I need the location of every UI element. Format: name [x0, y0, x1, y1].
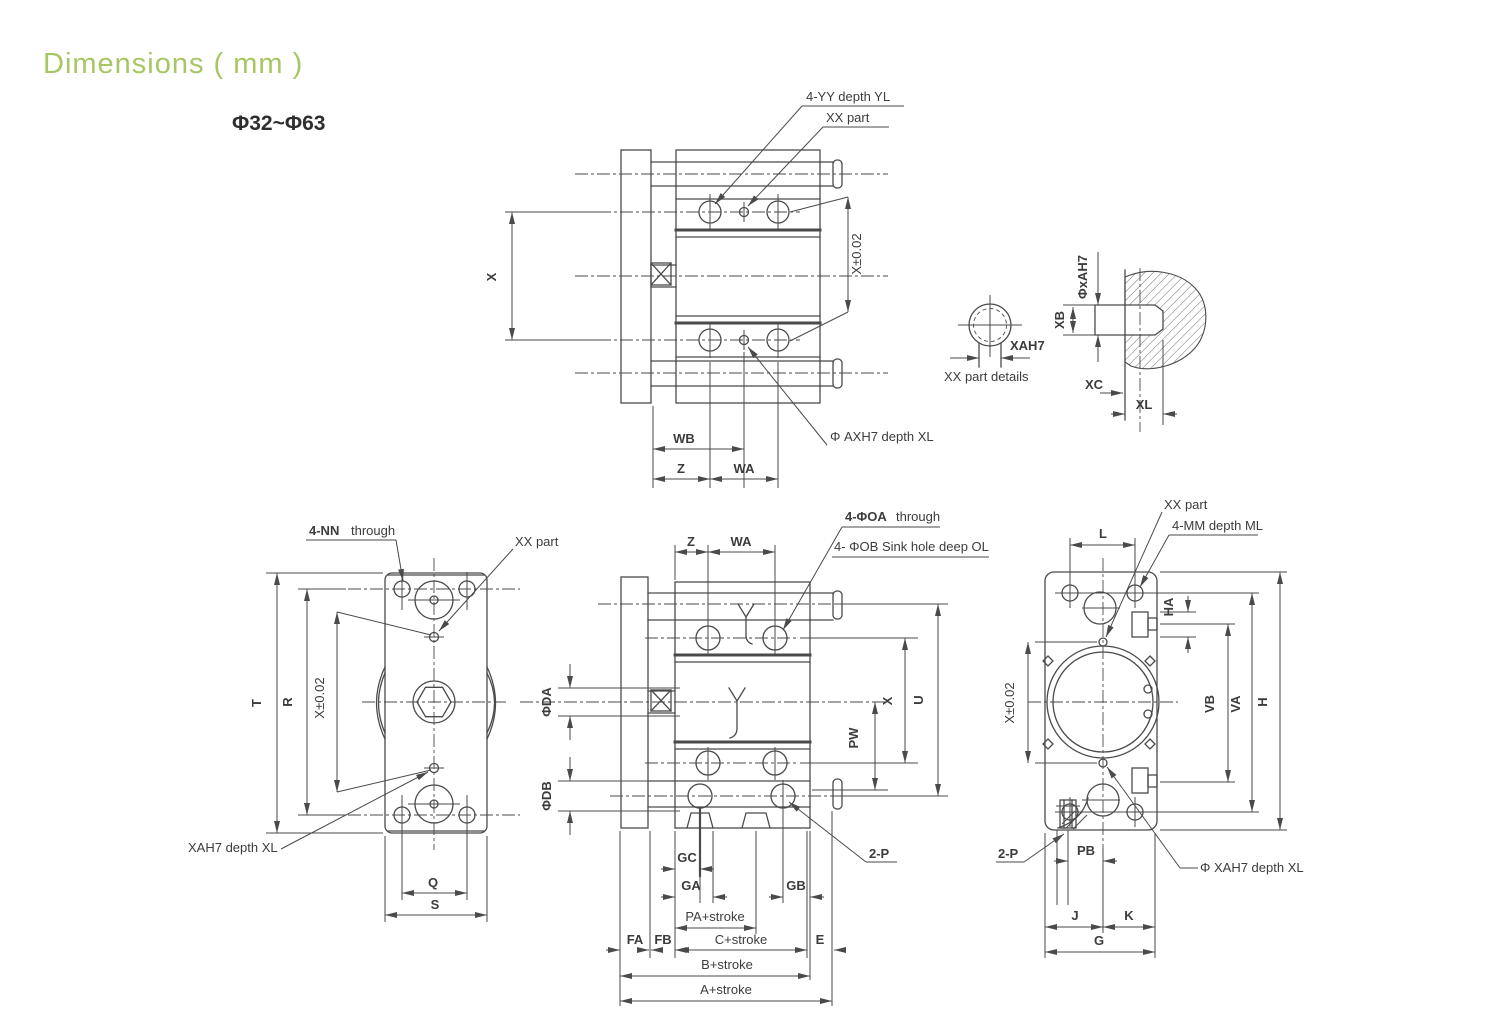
p-callout-front-label: 2-P	[869, 846, 890, 861]
port-symbol	[728, 687, 746, 739]
dim-e-label: E	[816, 932, 825, 947]
dim-c-label: C+stroke	[715, 932, 767, 947]
top-side-geometry	[575, 149, 888, 404]
foot	[741, 812, 771, 829]
front-geometry	[520, 576, 888, 878]
dim-x-front-label: X	[880, 696, 895, 705]
dim-b-label: B+stroke	[701, 957, 753, 972]
xah7-detail-label: XAH7	[1010, 338, 1045, 353]
plan-view: T R X±0.02 Q S 4-NN through XX part X	[188, 523, 559, 922]
dim-z-label: Z	[677, 461, 685, 476]
dim-u-label: U	[911, 695, 926, 704]
front-view: Z WA 4-ΦOA through 4- ΦOB Sink hole deep…	[520, 509, 989, 1006]
dim-ha-label: HA	[1161, 597, 1176, 616]
axh7-callout-label: Φ AXH7 depth XL	[830, 429, 934, 444]
detail-geometry	[958, 268, 1207, 432]
xx-part-detail-view: XAH7 XX part details ΦxAH7 XB XC XL	[944, 252, 1207, 432]
dim-pa-label: PA+stroke	[685, 909, 744, 924]
page-title: Dimensions ( mm )	[43, 48, 304, 80]
front-dimensions: Z WA 4-ΦOA through 4- ΦOB Sink hole deep…	[539, 509, 989, 1006]
xx-part-callout-label: XX part	[826, 110, 870, 125]
dim-wa-front-label: WA	[731, 534, 753, 549]
yy-callout-label: 4-YY depth YL	[806, 89, 890, 104]
dim-r-label: R	[280, 697, 295, 707]
ob-callout-label: 4- ΦOB Sink hole deep OL	[834, 539, 989, 554]
section-symbol	[650, 689, 672, 712]
dim-xtol-end-label: X±0.02	[1002, 682, 1017, 723]
dim-l-label: L	[1099, 526, 1107, 541]
mm-callout-label: 4-MM depth ML	[1172, 518, 1263, 533]
end-dimensions: L XX part 4-MM depth ML HA X±0.02	[996, 497, 1304, 958]
dim-va-label: VA	[1228, 695, 1243, 713]
phi-xah7-label: ΦxAH7	[1075, 255, 1090, 299]
dim-da-label: ΦDA	[539, 687, 554, 717]
port-symbol	[737, 603, 755, 645]
xx-part-plan-label: XX part	[515, 534, 559, 549]
dim-t-label: T	[249, 699, 264, 707]
detail-caption: XX part details	[944, 369, 1029, 384]
section-symbol	[650, 262, 672, 286]
nn-through-label: through	[351, 523, 395, 538]
dim-z-front-label: Z	[687, 534, 695, 549]
dim-fa-label: FA	[627, 932, 644, 947]
xc-label: XC	[1085, 377, 1104, 392]
end-geometry	[1028, 558, 1178, 848]
oa-callout-label: 4-ΦOA	[845, 509, 887, 524]
dim-k-label: K	[1124, 908, 1134, 923]
nn-callout-label: 4-NN	[309, 523, 339, 538]
xah7-plan-label: XAH7 depth XL	[188, 840, 278, 855]
dim-pw-label: PW	[846, 727, 861, 749]
dim-ga-label: GA	[681, 878, 701, 893]
dim-h-label: H	[1255, 697, 1270, 706]
dim-s-label: S	[431, 897, 440, 912]
dim-x-label: X	[484, 272, 499, 281]
dim-db-label: ΦDB	[539, 781, 554, 810]
top-side-dimensions: X X±0.02 WB Z WA 4-YY depth YL XX part	[484, 89, 934, 488]
end-view: L XX part 4-MM depth ML HA X±0.02	[996, 497, 1304, 958]
dim-fb-label: FB	[654, 932, 671, 947]
dim-gc-label: GC	[677, 850, 697, 865]
dim-wa-label: WA	[734, 461, 756, 476]
dim-wb-label: WB	[673, 431, 695, 446]
dim-xtol-label: X±0.02	[849, 233, 864, 274]
oa-through-label: through	[896, 509, 940, 524]
dim-q-label: Q	[428, 875, 438, 890]
dim-xtol-plan-label: X±0.02	[312, 677, 327, 718]
dim-vb-label: VB	[1202, 695, 1217, 713]
xah7-end-label: Φ XAH7 depth XL	[1200, 860, 1304, 875]
p-callout-end-label: 2-P	[998, 846, 1019, 861]
xb-label: XB	[1052, 311, 1067, 329]
dim-gb-label: GB	[786, 878, 806, 893]
bore-range-label: Φ32~Φ63	[232, 112, 326, 135]
plan-geometry	[348, 558, 520, 850]
dim-g-label: G	[1094, 933, 1104, 948]
detail-dimensions: XAH7 XX part details ΦxAH7 XB XC XL	[944, 252, 1177, 417]
plan-dimensions: T R X±0.02 Q S 4-NN through XX part X	[188, 523, 559, 922]
top-side-view: X X±0.02 WB Z WA 4-YY depth YL XX part	[484, 89, 934, 488]
dim-pb-label: PB	[1077, 843, 1095, 858]
dim-j-label: J	[1071, 908, 1078, 923]
xx-part-end-label: XX part	[1164, 497, 1208, 512]
dim-a-label: A+stroke	[700, 982, 752, 997]
xl-label: XL	[1136, 397, 1153, 412]
